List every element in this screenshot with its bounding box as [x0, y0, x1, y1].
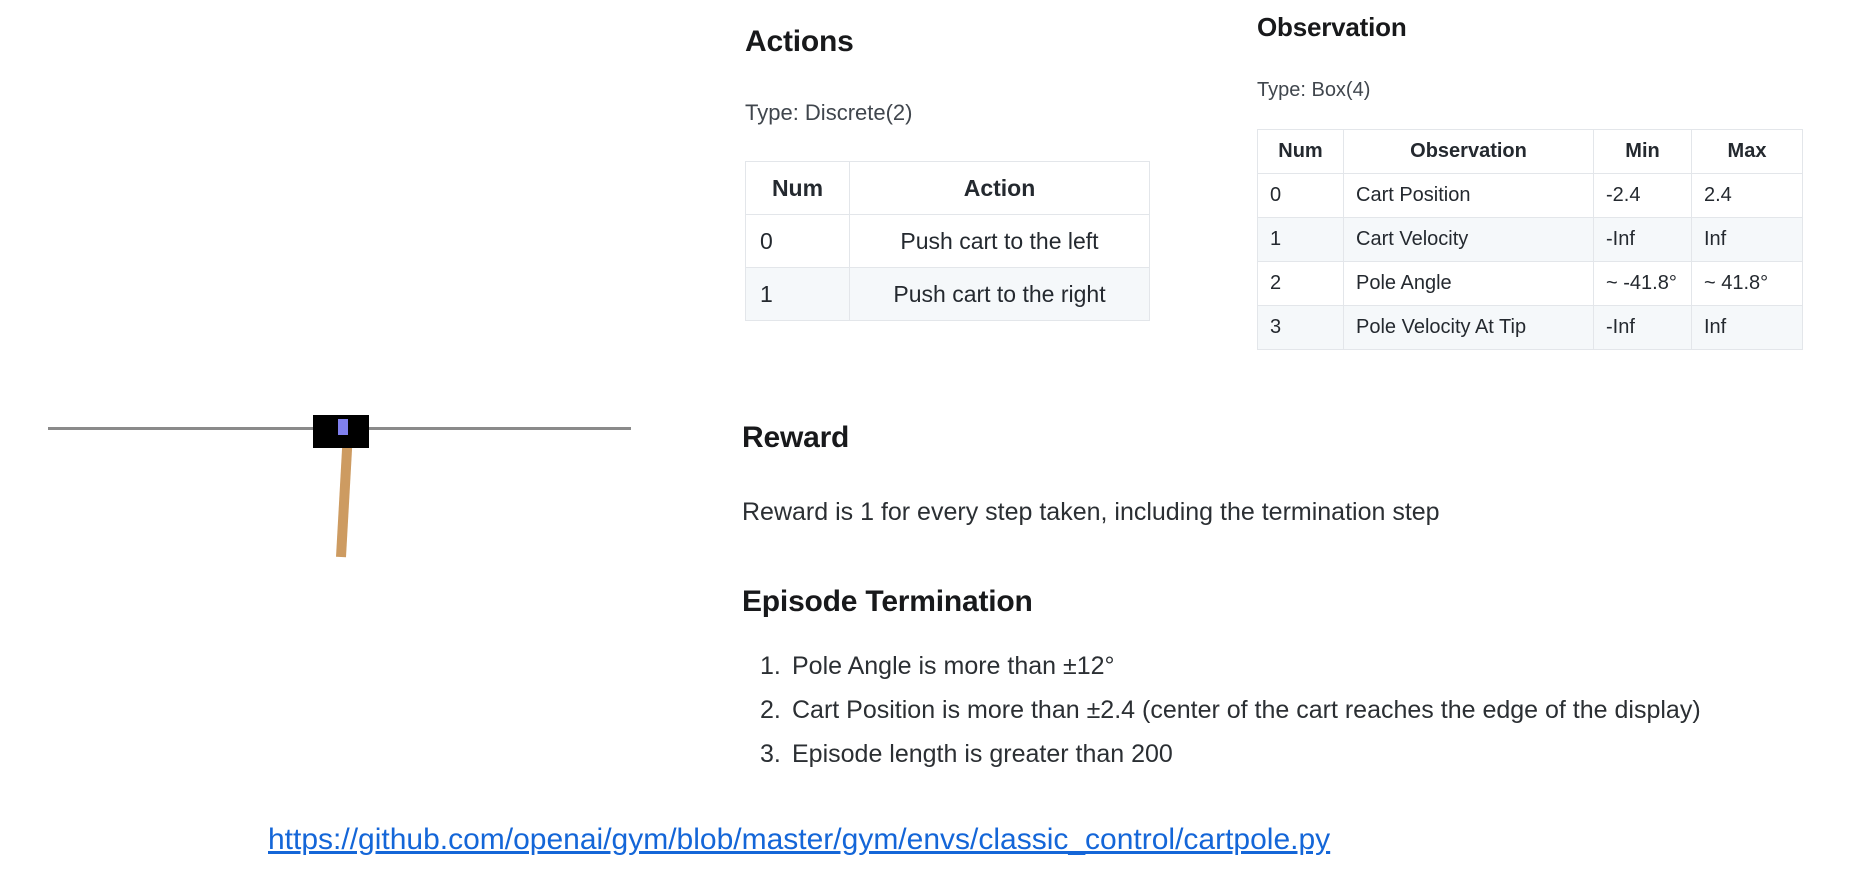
- cartpole-illustration: [0, 280, 660, 558]
- observation-cell-min: -2.4: [1593, 173, 1692, 218]
- observation-cell-name: Pole Angle: [1343, 261, 1594, 306]
- observation-cell-max: ~ 41.8°: [1691, 261, 1803, 306]
- actions-col-num: Num: [745, 161, 850, 215]
- reward-heading: Reward: [742, 421, 850, 454]
- observation-cell-min: -Inf: [1593, 305, 1692, 350]
- list-item-text: Pole Angle is more than ±12°: [792, 652, 1115, 680]
- termination-list: 1. Pole Angle is more than ±12° 2. Cart …: [760, 652, 1701, 784]
- actions-cell-action: Push cart to the right: [849, 267, 1150, 321]
- actions-table: Num Action 0 Push cart to the left 1 Pus…: [745, 161, 1150, 321]
- actions-heading: Actions: [745, 25, 854, 58]
- observation-col-min: Min: [1593, 129, 1692, 174]
- observation-cell-max: 2.4: [1691, 173, 1803, 218]
- table-row: 0 Cart Position -2.4 2.4: [1257, 173, 1803, 218]
- pole-shape: [336, 430, 354, 558]
- observation-cell-name: Cart Velocity: [1343, 217, 1594, 262]
- source-url-link[interactable]: https://github.com/openai/gym/blob/maste…: [268, 823, 1331, 856]
- observation-table: Num Observation Min Max 0 Cart Position …: [1257, 129, 1803, 350]
- observation-col-max: Max: [1691, 129, 1803, 174]
- actions-table-header-row: Num Action: [745, 161, 1150, 215]
- reward-text: Reward is 1 for every step taken, includ…: [742, 498, 1440, 526]
- observation-cell-name: Cart Position: [1343, 173, 1594, 218]
- observation-cell-num: 1: [1257, 217, 1344, 262]
- actions-cell-num: 0: [745, 214, 850, 268]
- observation-cell-max: Inf: [1691, 217, 1803, 262]
- actions-type-line: Type: Discrete(2): [745, 100, 913, 125]
- table-row: 2 Pole Angle ~ -41.8° ~ 41.8°: [1257, 261, 1803, 306]
- axle-dot: [338, 419, 348, 435]
- observation-heading: Observation: [1257, 12, 1407, 42]
- list-item-marker: 3.: [760, 740, 781, 768]
- observation-cell-name: Pole Velocity At Tip: [1343, 305, 1594, 350]
- observation-cell-num: 3: [1257, 305, 1344, 350]
- observation-table-header-row: Num Observation Min Max: [1257, 129, 1803, 174]
- actions-cell-num: 1: [745, 267, 850, 321]
- observation-cell-num: 0: [1257, 173, 1344, 218]
- table-row: 0 Push cart to the left: [745, 214, 1150, 268]
- list-item-text: Episode length is greater than 200: [792, 740, 1173, 768]
- list-item: 3. Episode length is greater than 200: [760, 740, 1701, 769]
- table-row: 3 Pole Velocity At Tip -Inf Inf: [1257, 305, 1803, 350]
- actions-col-action: Action: [849, 161, 1150, 215]
- observation-col-num: Num: [1257, 129, 1344, 174]
- observation-cell-max: Inf: [1691, 305, 1803, 350]
- termination-heading: Episode Termination: [742, 585, 1033, 618]
- table-row: 1 Cart Velocity -Inf Inf: [1257, 217, 1803, 262]
- observation-cell-num: 2: [1257, 261, 1344, 306]
- list-item-marker: 2.: [760, 696, 781, 724]
- list-item-marker: 1.: [760, 652, 781, 680]
- list-item: 2. Cart Position is more than ±2.4 (cent…: [760, 696, 1701, 725]
- observation-cell-min: ~ -41.8°: [1593, 261, 1692, 306]
- list-item: 1. Pole Angle is more than ±12°: [760, 652, 1701, 681]
- table-row: 1 Push cart to the right: [745, 267, 1150, 321]
- observation-cell-min: -Inf: [1593, 217, 1692, 262]
- list-item-text: Cart Position is more than ±2.4 (center …: [792, 696, 1701, 724]
- observation-col-observation: Observation: [1343, 129, 1594, 174]
- actions-cell-action: Push cart to the left: [849, 214, 1150, 268]
- observation-type-line: Type: Box(4): [1257, 79, 1371, 101]
